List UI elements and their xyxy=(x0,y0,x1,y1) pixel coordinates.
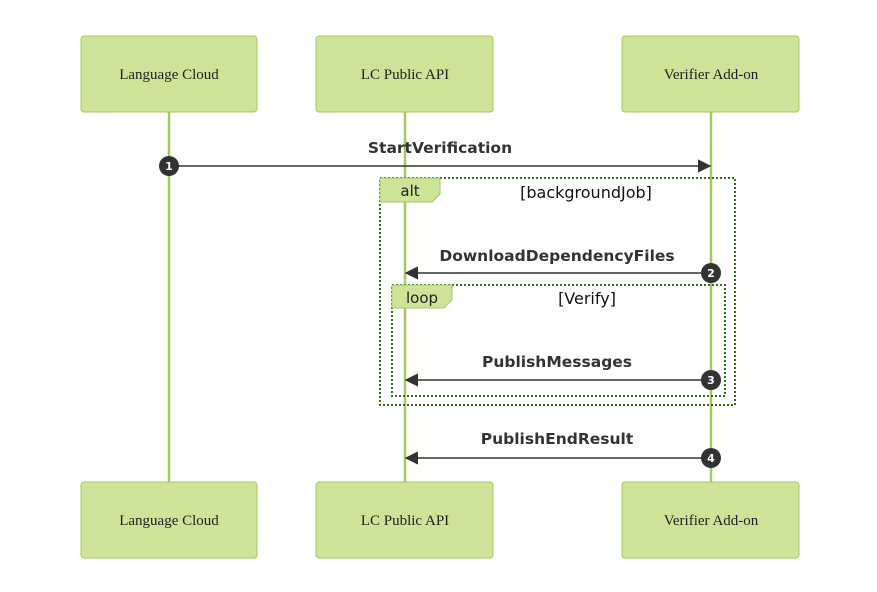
actor-top-verifier-add-on: Verifier Add-on xyxy=(621,35,800,113)
actor-top-lc-public-api: LC Public API xyxy=(315,35,494,113)
loop-frame-tab xyxy=(391,284,453,309)
message-label: StartVerification xyxy=(368,139,512,157)
sequence-number: 1 xyxy=(165,160,173,173)
actor-label: Verifier Add-on xyxy=(664,513,759,529)
sequence-number: 3 xyxy=(707,374,715,387)
loop-frame: loop [Verify] xyxy=(391,284,726,397)
message-label: PublishEndResult xyxy=(481,430,634,448)
loop-frame-label: loop xyxy=(406,289,438,307)
actor-label: LC Public API xyxy=(361,513,449,529)
loop-frame-condition: [Verify] xyxy=(558,289,616,308)
sequence-number-badge xyxy=(701,448,721,468)
sequence-number: 4 xyxy=(707,452,715,465)
sequence-number: 2 xyxy=(707,267,715,280)
message-publish-messages: PublishMessages 3 xyxy=(404,353,721,390)
alt-frame: alt [backgroundJob] xyxy=(379,177,736,406)
actor-label: Language Cloud xyxy=(119,513,219,529)
message-start-verification: StartVerification 1 xyxy=(159,139,712,176)
message-download-dependency-files: DownloadDependencyFiles 2 xyxy=(404,247,721,283)
alt-frame-tab xyxy=(379,177,441,203)
sequence-number-badge xyxy=(701,263,721,283)
actor-label: LC Public API xyxy=(361,67,449,83)
actor-label: Verifier Add-on xyxy=(664,67,759,83)
message-publish-end-result: PublishEndResult 4 xyxy=(404,430,721,468)
message-label: PublishMessages xyxy=(482,353,632,371)
sequence-number-badge xyxy=(159,156,179,176)
actor-top-language-cloud: Language Cloud xyxy=(80,35,258,113)
sequence-number-badge xyxy=(701,370,721,390)
actor-bottom-lc-public-api: LC Public API xyxy=(315,481,494,559)
actor-label: Language Cloud xyxy=(119,67,219,83)
message-label: DownloadDependencyFiles xyxy=(439,247,674,265)
alt-frame-label: alt xyxy=(400,182,419,200)
actor-bottom-language-cloud: Language Cloud xyxy=(80,481,258,559)
alt-frame-condition: [backgroundJob] xyxy=(520,183,652,202)
actor-bottom-verifier-add-on: Verifier Add-on xyxy=(621,481,800,559)
